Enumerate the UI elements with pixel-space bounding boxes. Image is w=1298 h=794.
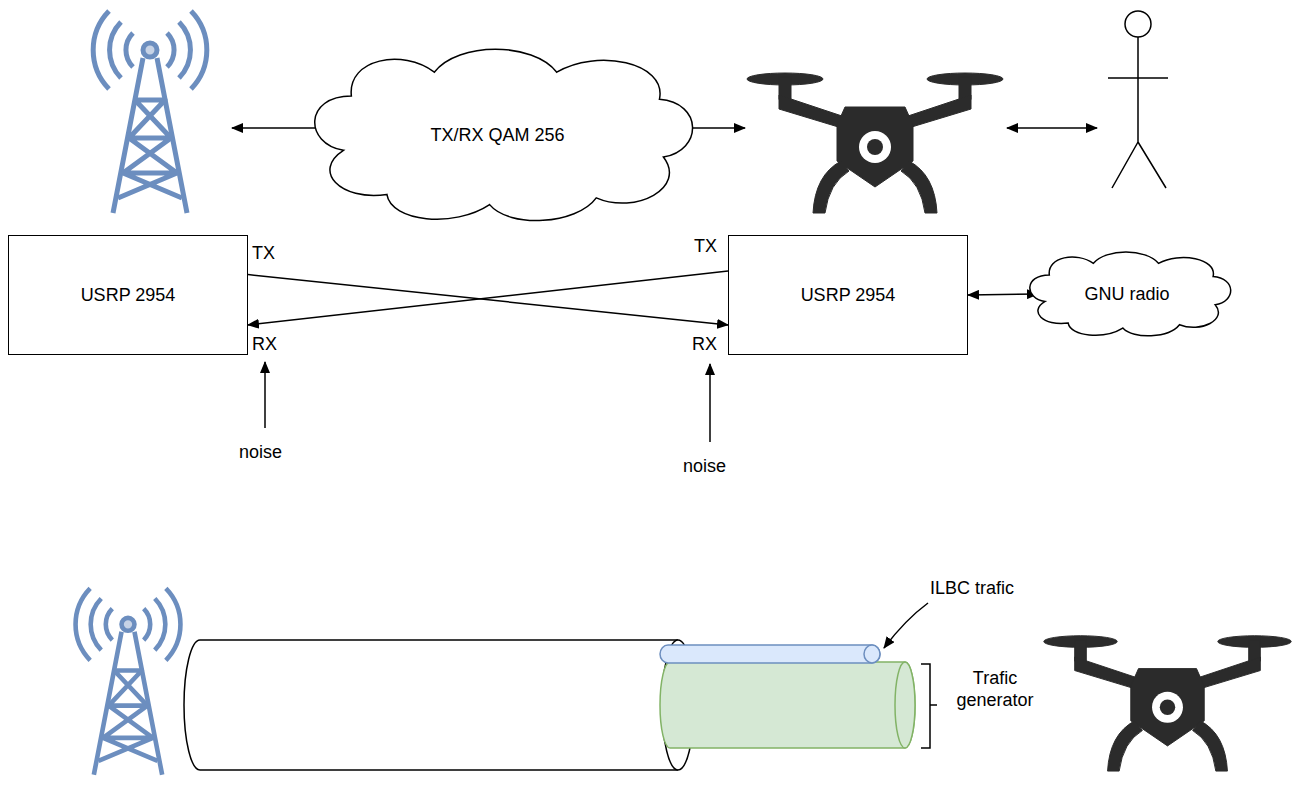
- node-text: TX/RX QAM 256: [427, 125, 567, 146]
- text-label: RX: [252, 334, 277, 356]
- node-text: USRP 2954: [81, 285, 176, 306]
- node-text: GNU radio: [1084, 284, 1169, 305]
- text-label: Trafic generator: [945, 668, 1045, 711]
- text-label: noise: [683, 456, 726, 478]
- node-text: USRP 2954: [801, 285, 896, 306]
- signal-arrow: [968, 294, 1038, 295]
- channel-cloud: TX/RX QAM 256: [300, 45, 695, 225]
- text-label: ILBC trafic: [930, 578, 1014, 600]
- signal-arrow: [248, 271, 728, 325]
- text-label: RX: [692, 334, 717, 356]
- text-label: TX: [252, 243, 275, 265]
- usrp-box: USRP 2954: [8, 235, 248, 355]
- software-cloud: GNU radio: [1022, 250, 1232, 338]
- text-label: TX: [694, 236, 717, 258]
- text-label: noise: [239, 442, 282, 464]
- usrp-box: USRP 2954: [728, 235, 968, 355]
